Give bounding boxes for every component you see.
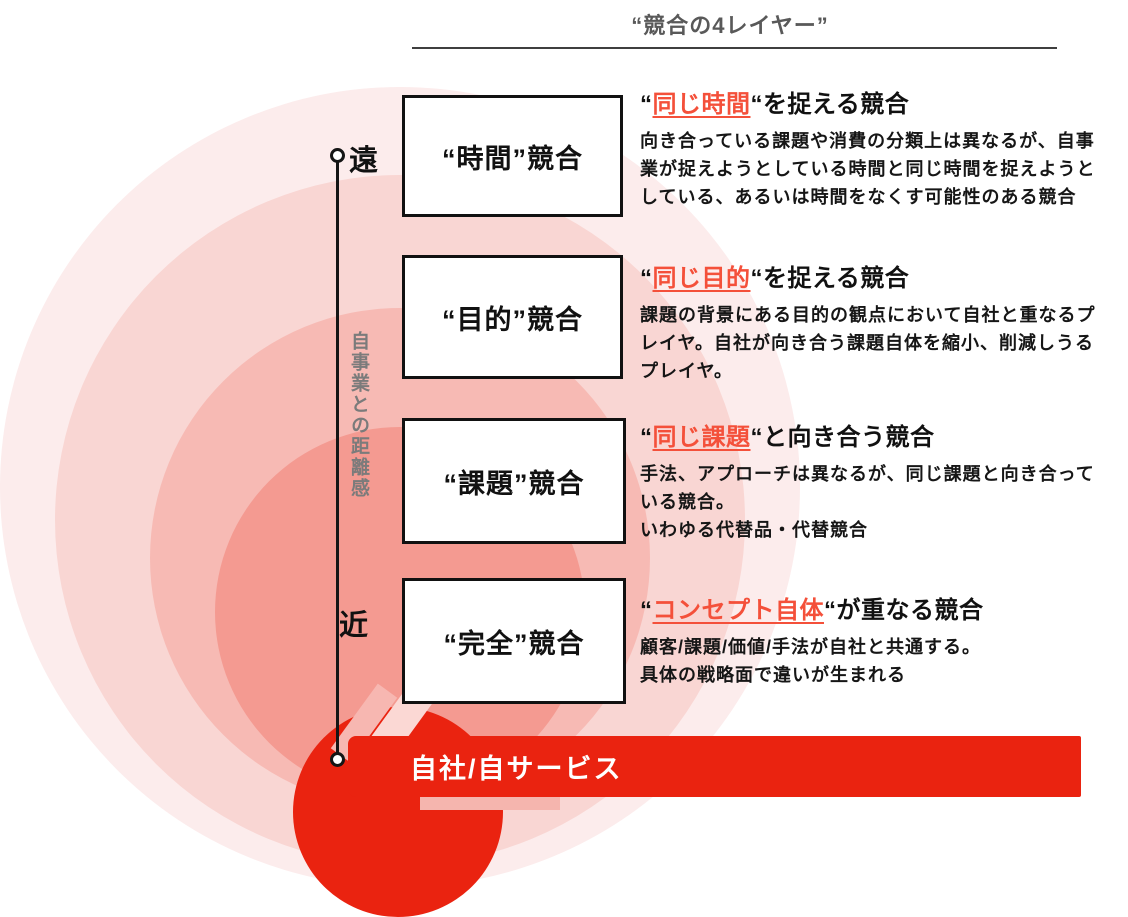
heading-accent: 同じ時間: [652, 91, 751, 118]
layer-description-complete: “コンセプト自体“が重なる競合 顧客/課題/価値/手法が自社と共通する。 具体の…: [640, 590, 1102, 689]
heading-rest: “と向き合う競合: [750, 424, 935, 451]
heading-quote: “: [640, 265, 653, 292]
layer-description-purpose: “同じ目的“を捉える競合 課題の背景にある目的の観点において自社と重なるプレイヤ…: [640, 258, 1102, 385]
layer-box-issue: “課題”競合: [402, 418, 626, 544]
layer-box-purpose: “目的”競合: [402, 255, 623, 379]
layer-box-label: “時間”競合: [442, 143, 583, 174]
competition-layers-diagram: { "title": "“競合の4レイヤー”", "axis": { "far_…: [0, 13, 1102, 917]
own-service-label: 自社/自サービス: [410, 754, 623, 784]
axis-near-label: 近: [339, 610, 369, 642]
layer-body-text: 顧客/課題/価値/手法が自社と共通する。 具体の戦略面で違いが生まれる: [640, 637, 982, 685]
axis-far-label: 遠: [349, 145, 379, 177]
layer-body-text: 向き合っている課題や消費の分類上は異なるが、自事業が捉えようとしている時間と同じ…: [640, 131, 1096, 207]
layer-box-time: “時間”競合: [402, 95, 623, 217]
layer-description-time: “同じ時間“を捉える競合 向き合っている課題や消費の分類上は異なるが、自事業が捉…: [640, 84, 1102, 211]
layer-body-text: 課題の背景にある目的の観点において自社と重なるプレイヤ。自社が向き合う課題自体を…: [640, 305, 1096, 381]
axis-line: [336, 156, 339, 761]
layer-body-text: 手法、アプローチは異なるが、同じ課題と向き合っている競合。 いわゆる代替品・代替…: [640, 464, 1095, 540]
heading-accent: コンセプト自体: [652, 597, 824, 624]
heading-rest: “を捉える競合: [750, 265, 910, 292]
axis-top-marker: [330, 148, 345, 163]
layer-box-complete: “完全”競合: [402, 578, 626, 704]
layer-box-label: “課題”競合: [443, 468, 585, 499]
title-underline: [412, 47, 1057, 49]
layer-heading: “同じ目的“を捉える競合: [640, 258, 1102, 293]
layer-description-issue: “同じ課題“と向き合う競合 手法、アプローチは異なるが、同じ課題と向き合っている…: [640, 417, 1102, 544]
layer-box-label: “完全”競合: [443, 628, 585, 659]
heading-accent: 同じ目的: [652, 265, 751, 292]
heading-accent: 同じ課題: [652, 424, 751, 451]
own-service-banner: 自社/自サービス: [348, 736, 1081, 797]
heading-rest: “が重なる競合: [824, 597, 984, 624]
axis-distance-label: 自事業との距離感: [348, 331, 369, 499]
heading-quote: “: [640, 424, 653, 451]
layer-box-label: “目的”競合: [442, 304, 583, 335]
layer-heading: “コンセプト自体“が重なる競合: [640, 590, 1102, 625]
diagram-title: “競合の4レイヤー”: [631, 13, 829, 38]
heading-rest: “を捉える競合: [750, 91, 910, 118]
layer-heading: “同じ時間“を捉える競合: [640, 84, 1102, 119]
axis-bottom-marker: [330, 752, 345, 767]
layer-heading: “同じ課題“と向き合う競合: [640, 417, 1102, 452]
heading-quote: “: [640, 91, 653, 118]
heading-quote: “: [640, 597, 653, 624]
